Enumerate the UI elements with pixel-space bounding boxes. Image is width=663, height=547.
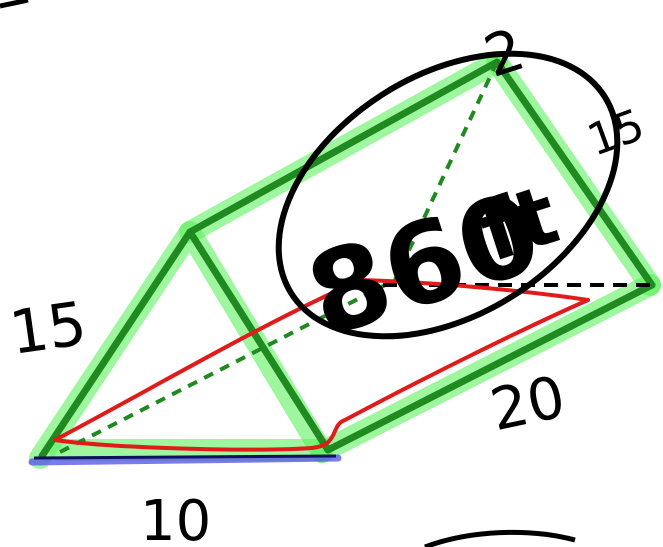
- base-width-label: 10: [140, 489, 211, 547]
- left-edge-label: 15: [5, 289, 90, 369]
- answer-circle: [275, 50, 621, 340]
- hidden-edges: [59, 61, 499, 454]
- partial-stroke-top-left: [0, 0, 29, 9]
- front-base-edge: [28, 454, 342, 466]
- base-rectangle-outline: [53, 278, 590, 452]
- prism-edges: [38, 58, 656, 460]
- partial-stroke-bottom: [424, 529, 576, 547]
- front-base-edge-ink: [33, 454, 337, 460]
- right-edge-label: 15: [581, 99, 651, 166]
- length-label: 20: [485, 362, 571, 444]
